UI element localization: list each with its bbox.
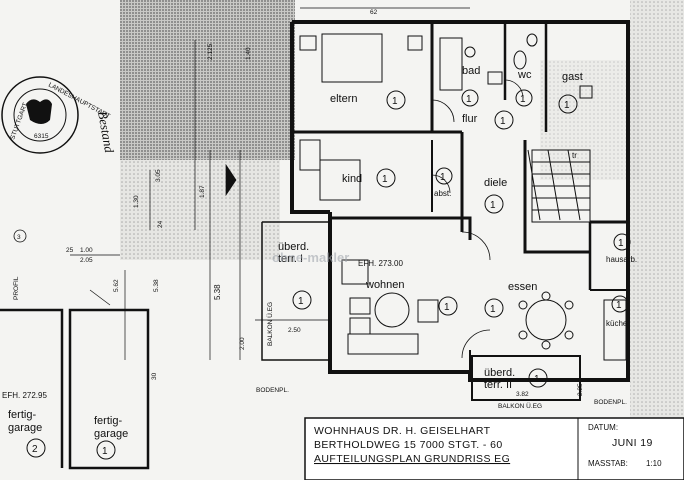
room-label-fertiggarage-2-line2: garage <box>94 428 128 440</box>
room-number-hausarb: 1 <box>618 238 624 249</box>
room-number-gast: 1 <box>564 100 570 111</box>
room-number-wohnen: 1 <box>444 302 450 313</box>
dim-200: 2.00 <box>239 337 246 350</box>
room-label-eltern: eltern <box>330 93 358 105</box>
shaded-area-mid <box>120 160 280 260</box>
profil-label: PROFIL <box>13 276 20 300</box>
horse-emblem-icon <box>26 99 52 124</box>
shaded-area-top <box>120 0 295 160</box>
circle-3-label: 3 <box>17 234 21 241</box>
building-walls <box>261 20 630 401</box>
handwritten-note: Bestand <box>95 110 117 154</box>
dim-205: 2.05 <box>80 257 93 264</box>
room-label-fertiggarage-1-line2: garage <box>8 422 42 434</box>
dim-562: 5.62 <box>113 279 120 292</box>
furniture <box>299 33 627 361</box>
room-label-kueche: küche <box>606 319 628 328</box>
dim-538a: 5.38 <box>213 284 222 300</box>
title-block-text: WOHNHAUS DR. H. GEISELHART BERTHOLDWEG 1… <box>314 423 662 468</box>
room-number-circle <box>386 90 406 110</box>
stamp-left-text: STUTTGART <box>9 102 29 141</box>
dim-250: 2.50 <box>288 327 301 334</box>
title-line-2: BERTHOLDWEG 15 7000 STGT. - 60 <box>314 439 503 451</box>
balkon-label-left: BALKON Ü.EG <box>266 302 274 346</box>
stamp-number: 6315 <box>34 133 49 140</box>
tr-label: tr <box>572 151 577 160</box>
room-label-abst: abst. <box>434 189 451 198</box>
staircase <box>531 149 591 223</box>
room-number-bad: 1 <box>466 94 472 105</box>
datum-value: JUNI 19 <box>612 437 653 449</box>
dim-24: 24 <box>157 220 164 228</box>
dim-30: 30 <box>151 372 158 380</box>
elevation-label-garage: EFH. 272.95 <box>2 391 47 400</box>
room-number-fertiggarage-1: 2 <box>32 444 38 455</box>
room-number-kind: 1 <box>382 174 388 185</box>
room-label-ueberd-terr-1-line2: terr. I <box>278 253 303 265</box>
room-label-bad: bad <box>462 65 480 77</box>
room-label-kind: kind <box>342 173 362 185</box>
room-label-ueberd-terr-2-line2: terr. II <box>484 379 512 391</box>
room-label-essen: essen <box>508 281 537 293</box>
room-labels: eltern 1 bad 1 wc 1 gast 1 flur 1 kind 1… <box>8 65 637 460</box>
masstab-label: MASSTAB: <box>588 459 628 468</box>
dim-305: 3.05 <box>155 169 162 182</box>
bodenpl-label-left: BODENPL. <box>256 387 289 394</box>
room-label-ueberd-terr-2-line1: überd. <box>484 367 515 379</box>
dim-187: 1.87 <box>199 185 206 198</box>
room-number-wc: 1 <box>520 94 526 105</box>
door-swings <box>431 79 524 359</box>
room-label-wc: wc <box>517 69 532 81</box>
room-label-ueberd-terr-1-line1: überd. <box>278 241 309 253</box>
elevation-label-main: EFH. 273.00 <box>358 259 403 268</box>
dim-130: 1.30 <box>133 195 140 208</box>
room-label-gast: gast <box>562 71 583 83</box>
dim-140: 1.40 <box>245 47 252 60</box>
room-label-wohnen: wohnen <box>365 279 405 291</box>
room-label-fertiggarage-2-line1: fertig- <box>94 415 122 427</box>
masstab-value: 1:10 <box>646 459 662 468</box>
title-line-1: WOHNHAUS DR. H. GEISELHART <box>314 425 491 437</box>
room-label-diele: diele <box>484 177 507 189</box>
title-line-3: AUFTEILUNGSPLAN GRUNDRISS EG <box>314 453 510 465</box>
dim-top: 62 <box>370 9 378 16</box>
balkon-label-right: BALKON Ü.EG <box>498 402 542 410</box>
garages <box>0 308 150 470</box>
room-number-flur: 1 <box>500 116 506 127</box>
city-stamp: LANDESHAUPTSTADT STUTTGART 6315 <box>1 76 111 154</box>
room-number-ueberd-terr-2: 1 <box>534 374 540 385</box>
room-label-hausarb: hausarb. <box>606 255 637 264</box>
bodenpl-label-right: BODENPL. <box>594 399 627 406</box>
room-number-kueche: 1 <box>616 300 622 311</box>
watermark: ohne-makler <box>272 250 349 265</box>
dimension-labels: 62 3.05 1.87 5.38 5.38 5.62 1.00 2.05 2.… <box>66 9 584 398</box>
room-number-abst: 1 <box>440 172 446 183</box>
dimension-lines <box>70 7 570 401</box>
title-block <box>304 417 684 480</box>
dim-100: 1.00 <box>80 247 93 254</box>
datum-label: DATUM: <box>588 423 618 432</box>
room-number-essen: 1 <box>490 304 496 315</box>
room-number-eltern: 1 <box>392 96 398 107</box>
room-number-diele: 1 <box>490 200 496 211</box>
dim-225: 2.25 <box>577 383 584 396</box>
room-label-flur: flur <box>462 113 478 125</box>
dim-382: 3.82 <box>516 391 529 398</box>
dim-538b: 5.38 <box>153 279 160 292</box>
room-label-fertiggarage-1-line1: fertig- <box>8 409 36 421</box>
room-number-ueberd-terr-1: 1 <box>298 296 304 307</box>
dim-25: 25 <box>66 247 74 254</box>
room-number-fertiggarage-2: 1 <box>102 446 108 457</box>
dim-2125: 2.125 <box>207 43 214 60</box>
